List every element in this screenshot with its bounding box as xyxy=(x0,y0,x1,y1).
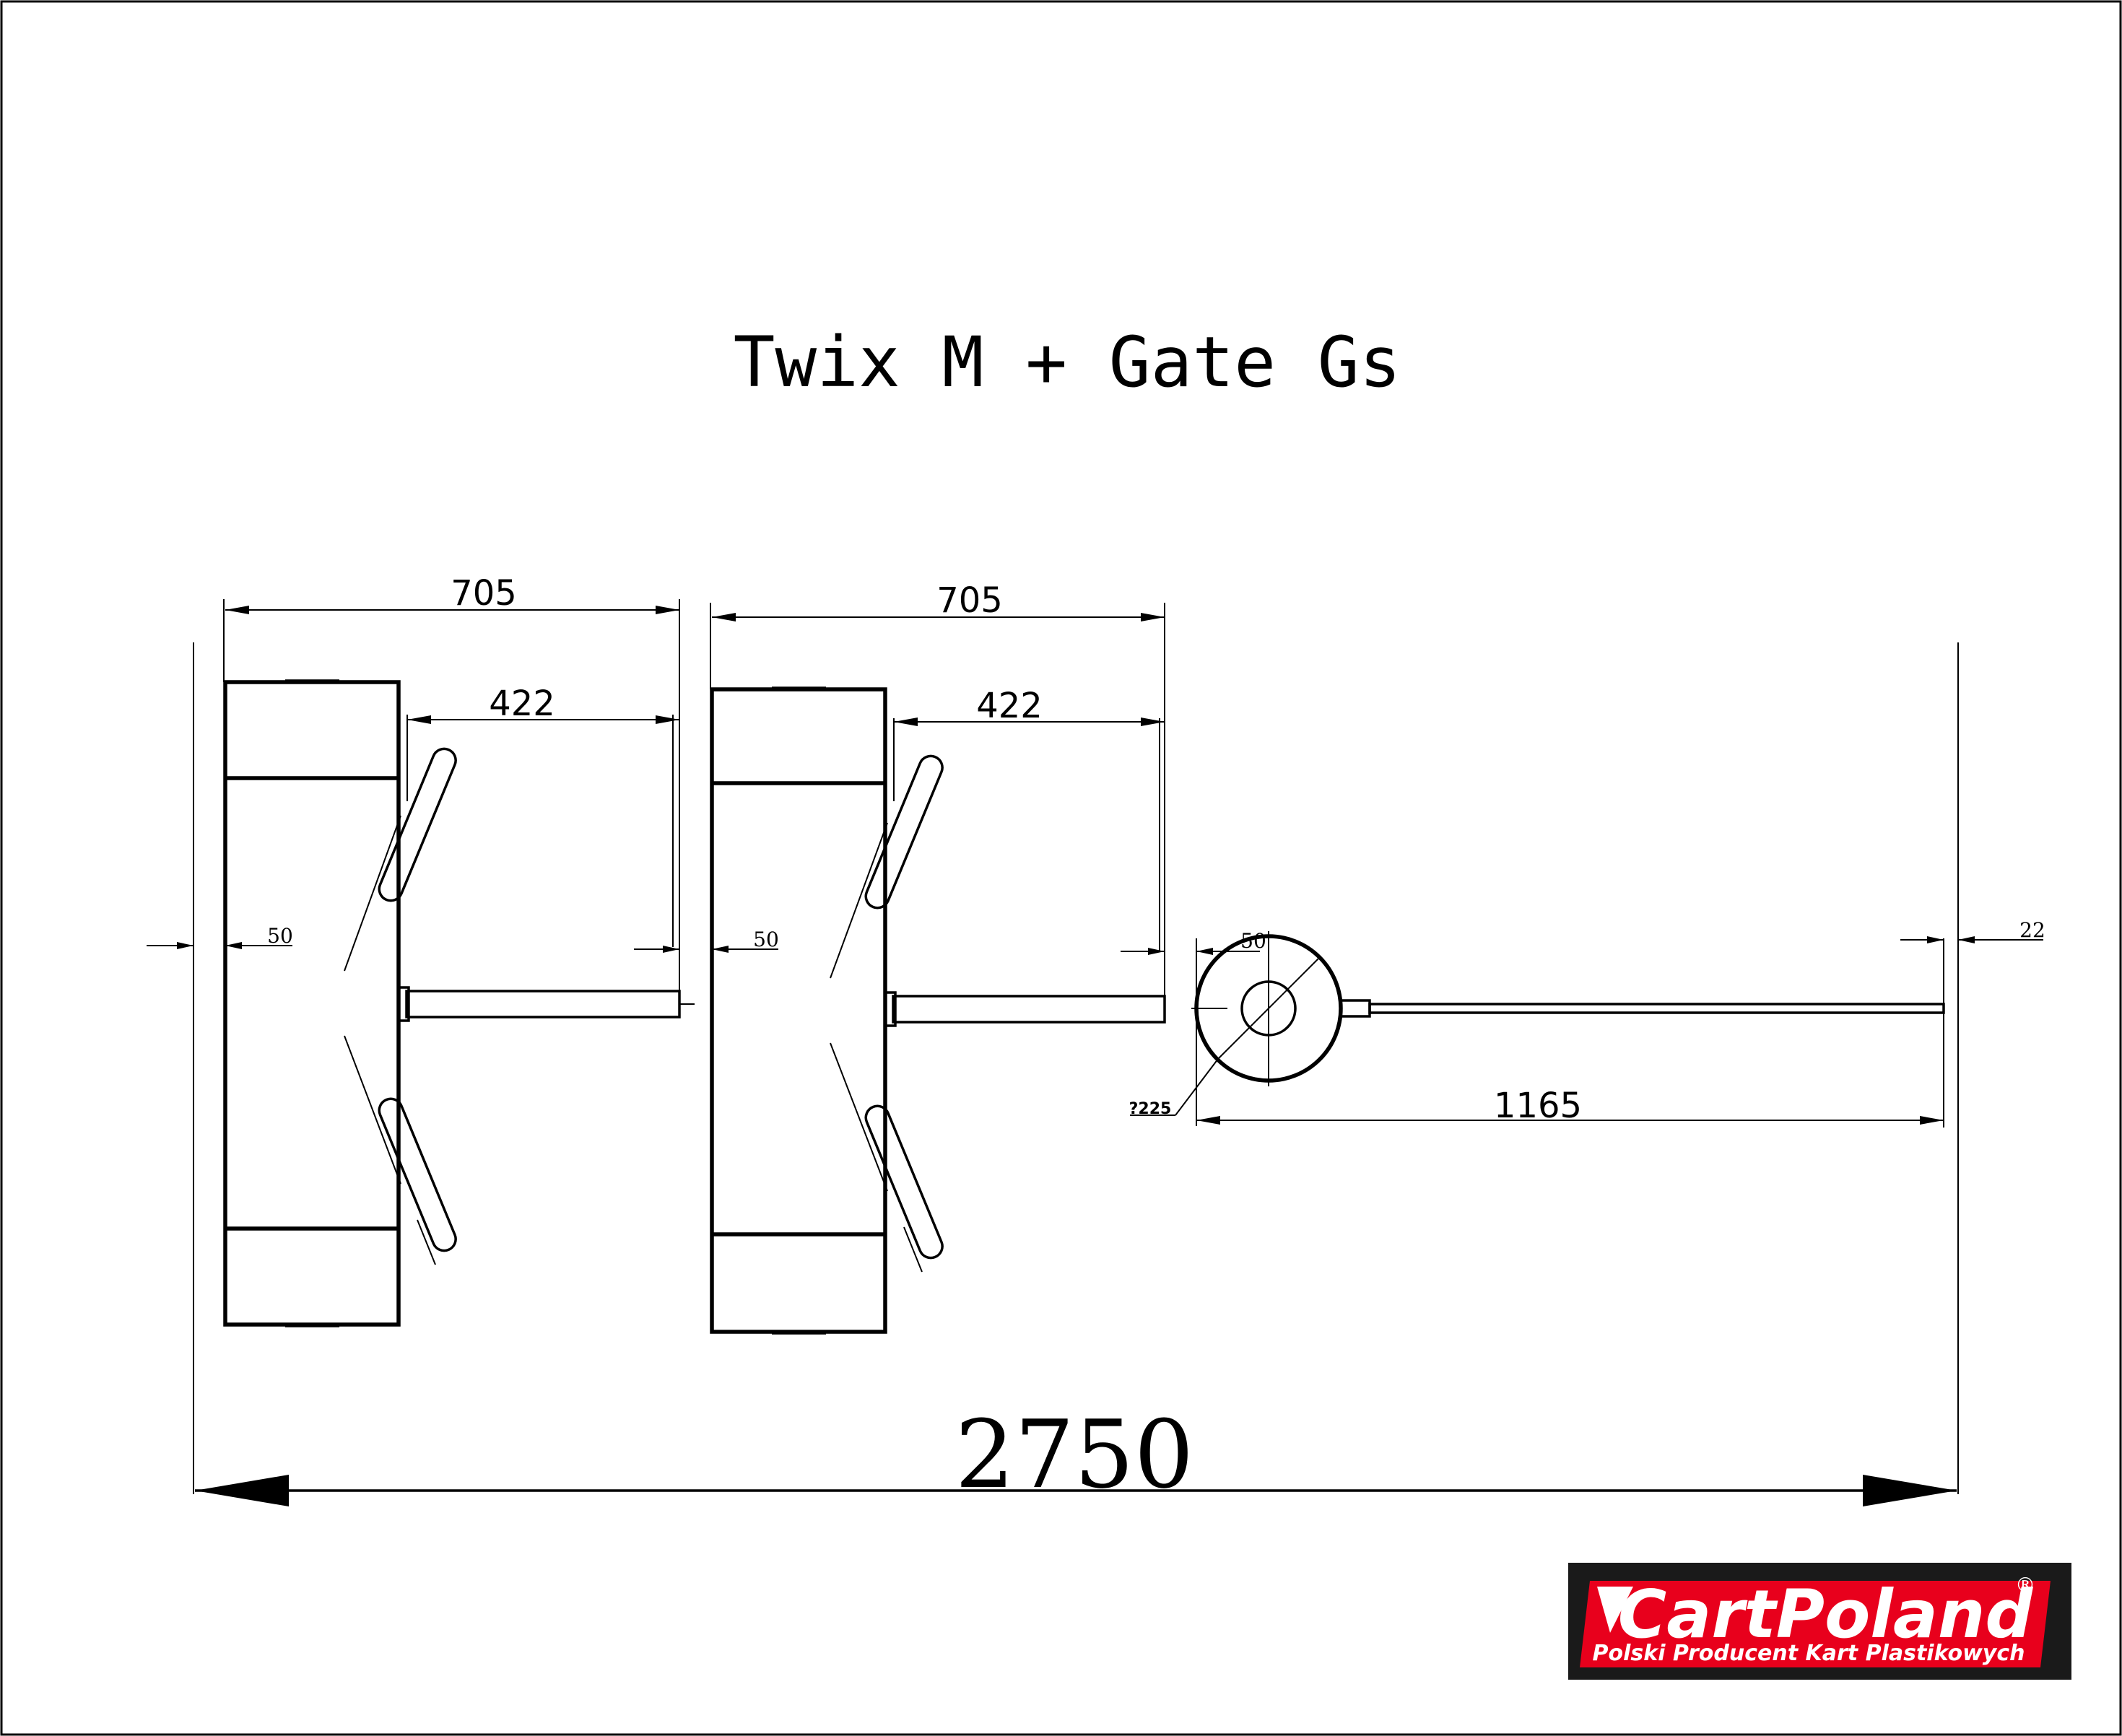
dim-unit1-gap: 50 xyxy=(267,924,293,948)
dim-gate-arm: 1165 xyxy=(1494,1086,1582,1126)
dimension-lines xyxy=(147,599,2043,1506)
dim-gate-diameter: ?225 xyxy=(1129,1100,1172,1118)
logo-registered: ® xyxy=(2015,1573,2035,1597)
turnstile-unit-1 xyxy=(223,679,695,1327)
turnstile-unit-2 xyxy=(710,686,1166,1335)
logo-tagline: Polski Producent Kart Plastikowych xyxy=(1593,1641,2025,1666)
dim-unit1-width: 705 xyxy=(451,573,517,614)
logo-name: CartPoland xyxy=(1618,1576,2034,1653)
dim-total-width: 2750 xyxy=(955,1400,1194,1509)
cartpoland-logo: CartPoland ® Polski Producent Kart Plast… xyxy=(1568,1563,2071,1680)
dim-gate-gap: 50 xyxy=(1240,929,1266,953)
dim-unit2-arm: 422 xyxy=(976,686,1043,726)
dim-unit2-gap: 50 xyxy=(753,928,779,951)
dim-unit2-width: 705 xyxy=(936,580,1003,621)
dim-unit1-arm: 422 xyxy=(489,684,555,724)
dim-end-gap: 22 xyxy=(2019,918,2045,942)
drawing-title: Twix M + Gate Gs xyxy=(734,322,1401,403)
